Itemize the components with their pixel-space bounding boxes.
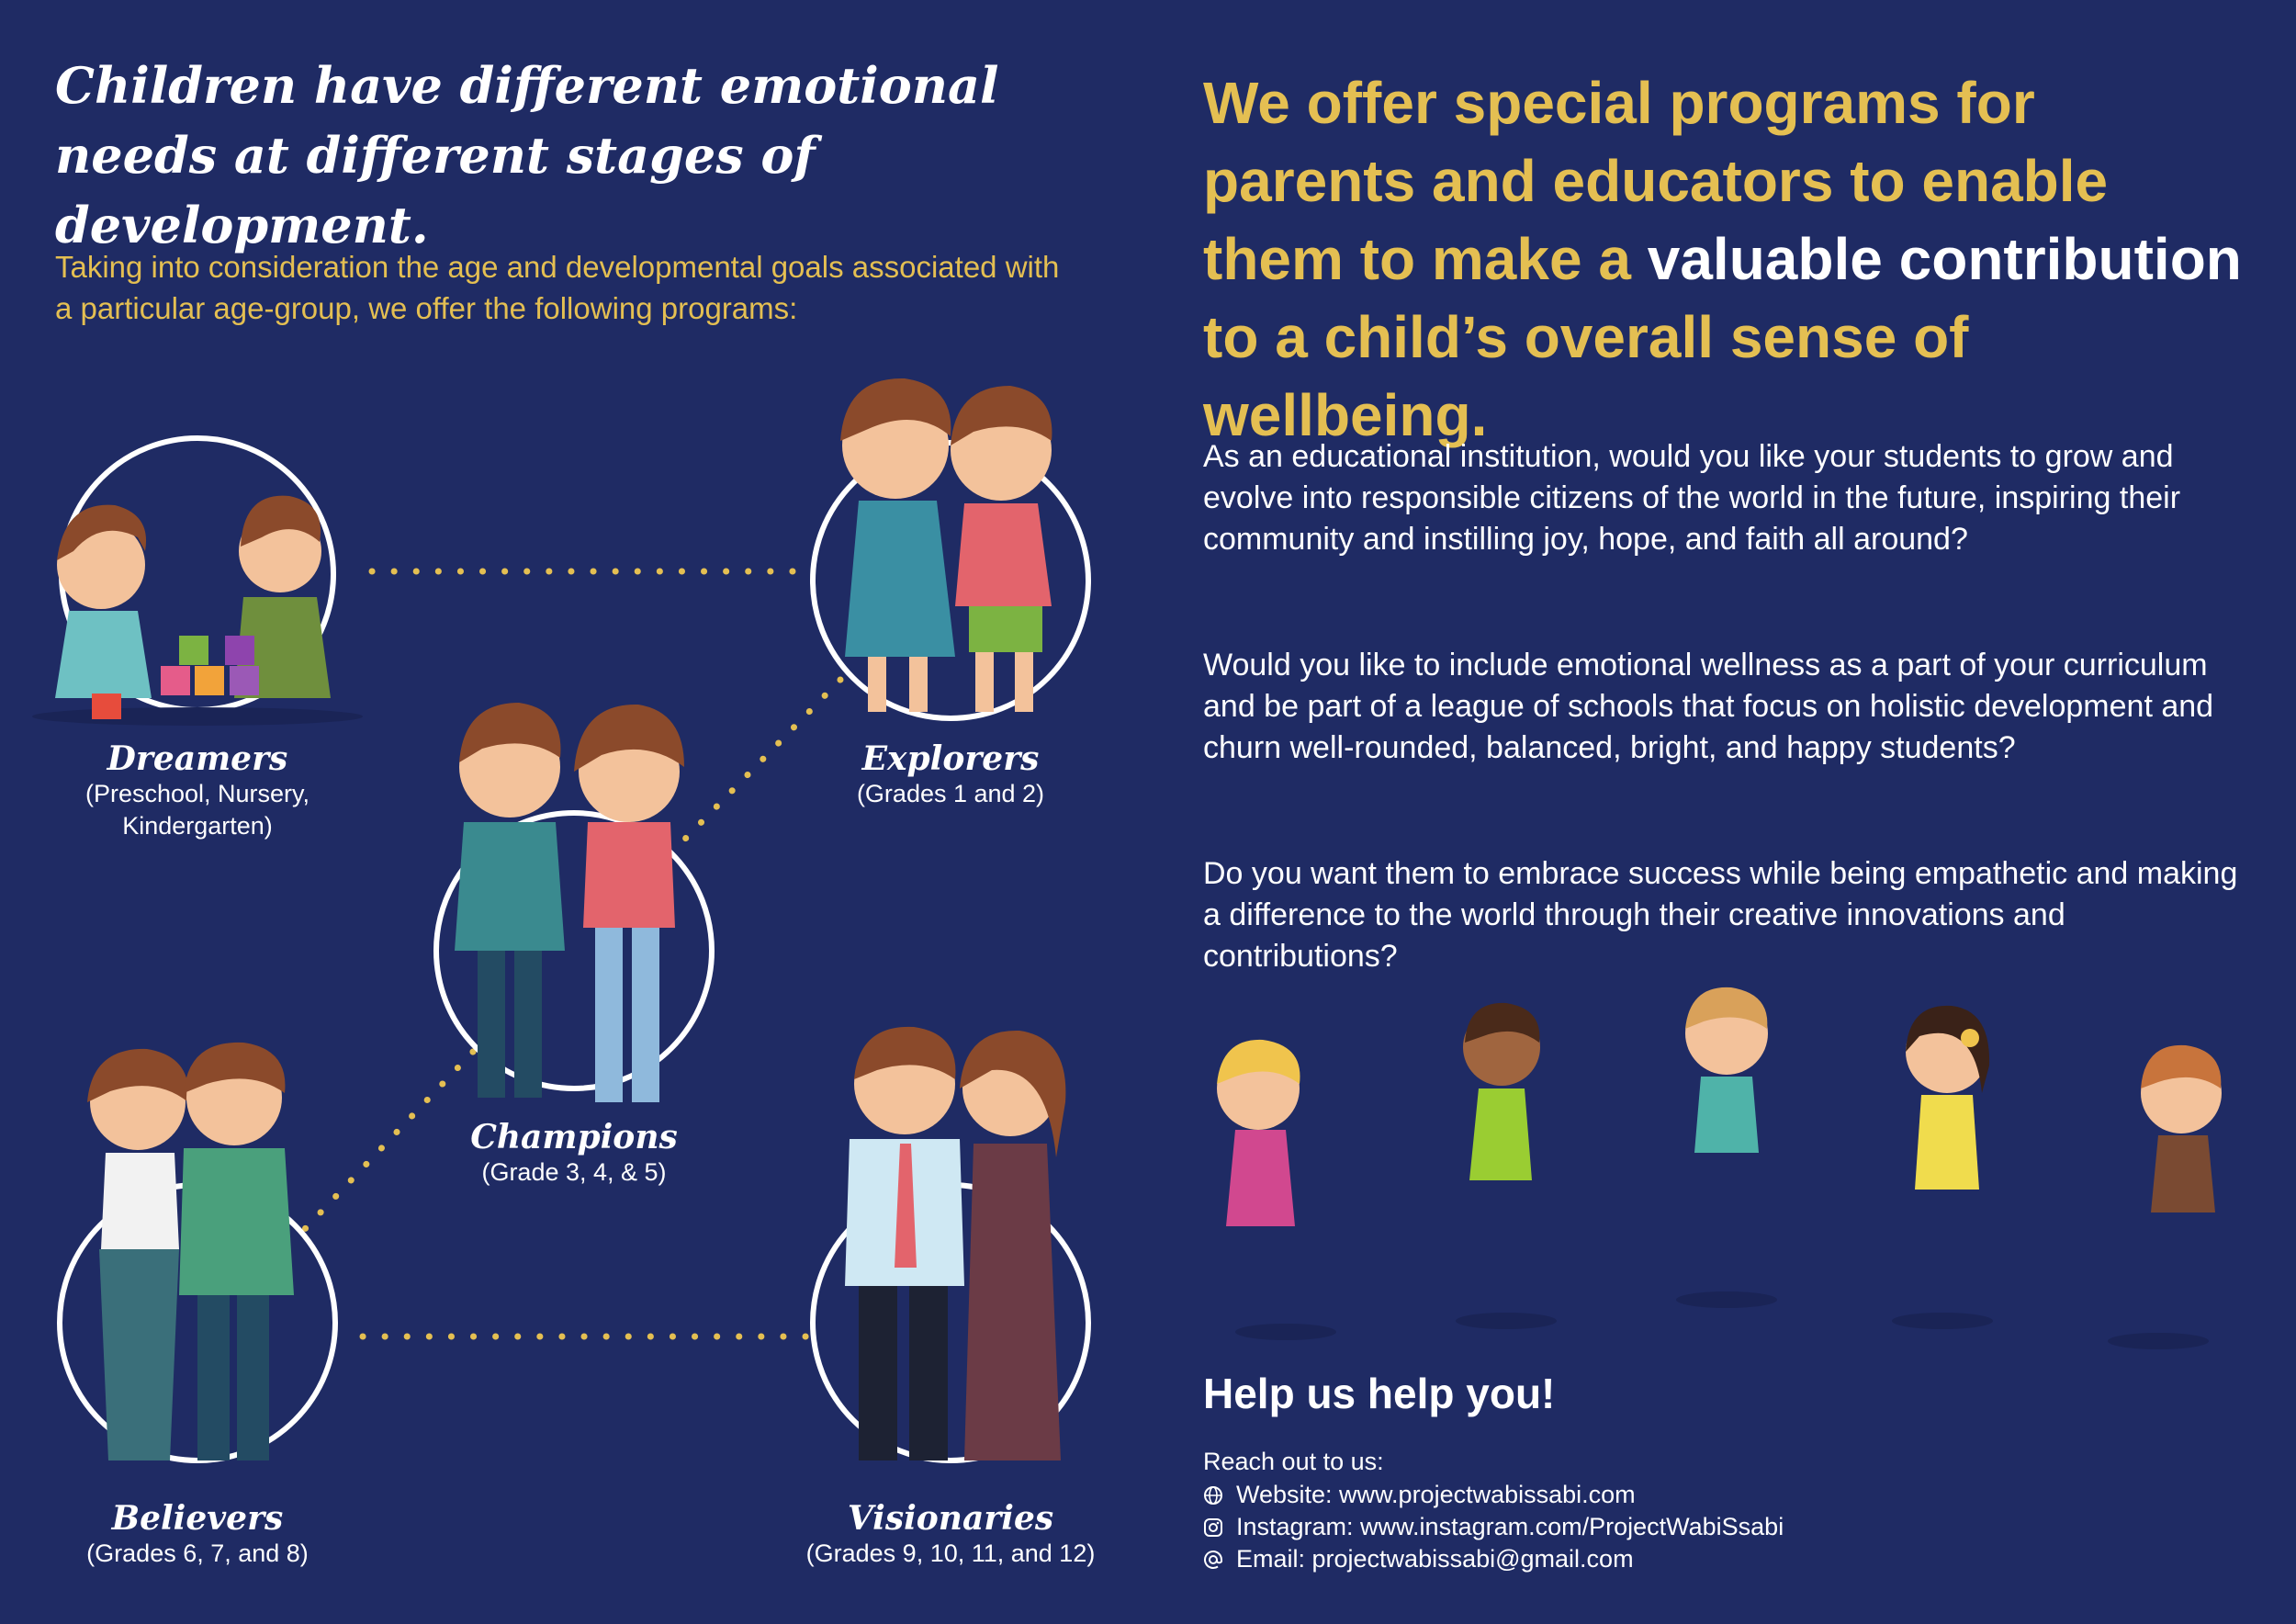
visionaries-illustration bbox=[845, 1026, 1066, 1460]
instagram-icon bbox=[1203, 1517, 1223, 1538]
stage-grades: (Grades 6, 7, and 8) bbox=[86, 1539, 309, 1567]
stage-name: Believers bbox=[111, 1499, 284, 1538]
right-headline: We offer special programs for parents an… bbox=[1203, 64, 2259, 455]
stage-grades: (Grades 1 and 2) bbox=[856, 780, 1045, 807]
stage-name: Visionaries bbox=[847, 1499, 1054, 1538]
dreamers-illustration bbox=[32, 495, 363, 726]
explorers-illustration bbox=[840, 378, 1052, 712]
right-headline-bold: valuable contribution bbox=[1647, 226, 2242, 292]
contact-email[interactable]: Email: projectwabissabi@gmail.com bbox=[1203, 1545, 1634, 1573]
contact-instagram-text[interactable]: Instagram: www.instagram.com/ProjectWabi… bbox=[1236, 1513, 1784, 1540]
stage-dreamers: Dreamers (Preschool, Nursery, Kindergart… bbox=[32, 739, 363, 842]
stage-name: Explorers bbox=[861, 739, 1040, 778]
globe-icon bbox=[1203, 1485, 1223, 1506]
left-headline: Children have different emotional needs … bbox=[55, 56, 999, 254]
stage-name: Champions bbox=[470, 1118, 678, 1156]
right-headline-post: to a child’s overall sense of wellbeing. bbox=[1203, 304, 1969, 448]
stage-grades: (Grade 3, 4, & 5) bbox=[481, 1158, 667, 1186]
paragraph-2: Would you like to include emotional well… bbox=[1203, 648, 2214, 765]
left-intro: Taking into consideration the age and de… bbox=[55, 250, 1060, 325]
stage-explorers: Explorers (Grades 1 and 2) bbox=[785, 739, 1116, 810]
stage-champions: Champions (Grade 3, 4, & 5) bbox=[409, 1118, 739, 1189]
paragraph-3: Do you want them to embrace success whil… bbox=[1203, 856, 2238, 974]
stage-grades: (Grades 9, 10, 11, and 12) bbox=[805, 1539, 1096, 1567]
stage-name: Dreamers bbox=[107, 739, 288, 778]
jumping-kids-illustration bbox=[1217, 987, 2222, 1349]
contact-instagram[interactable]: Instagram: www.instagram.com/ProjectWabi… bbox=[1203, 1513, 1784, 1541]
contact-lead: Reach out to us: bbox=[1203, 1448, 1384, 1475]
dotted-connectors bbox=[299, 568, 844, 1340]
paragraph-1: As an educational institution, would you… bbox=[1203, 439, 2181, 557]
believers-illustration bbox=[87, 1042, 294, 1460]
stage-grades: (Preschool, Nursery, Kindergarten) bbox=[84, 780, 310, 840]
champions-illustration bbox=[455, 703, 684, 1102]
right-headline-pre: We offer special programs for parents an… bbox=[1203, 70, 2109, 292]
stage-visionaries: Visionaries (Grades 9, 10, 11, and 12) bbox=[767, 1499, 1134, 1570]
contact-email-text[interactable]: Email: projectwabissabi@gmail.com bbox=[1236, 1545, 1634, 1573]
stage-believers: Believers (Grades 6, 7, and 8) bbox=[32, 1499, 363, 1570]
help-title: Help us help you! bbox=[1203, 1370, 1556, 1417]
at-icon bbox=[1203, 1550, 1223, 1570]
contact-website-text[interactable]: Website: www.projectwabissabi.com bbox=[1236, 1481, 1636, 1508]
contact-website[interactable]: Website: www.projectwabissabi.com bbox=[1203, 1481, 1636, 1509]
